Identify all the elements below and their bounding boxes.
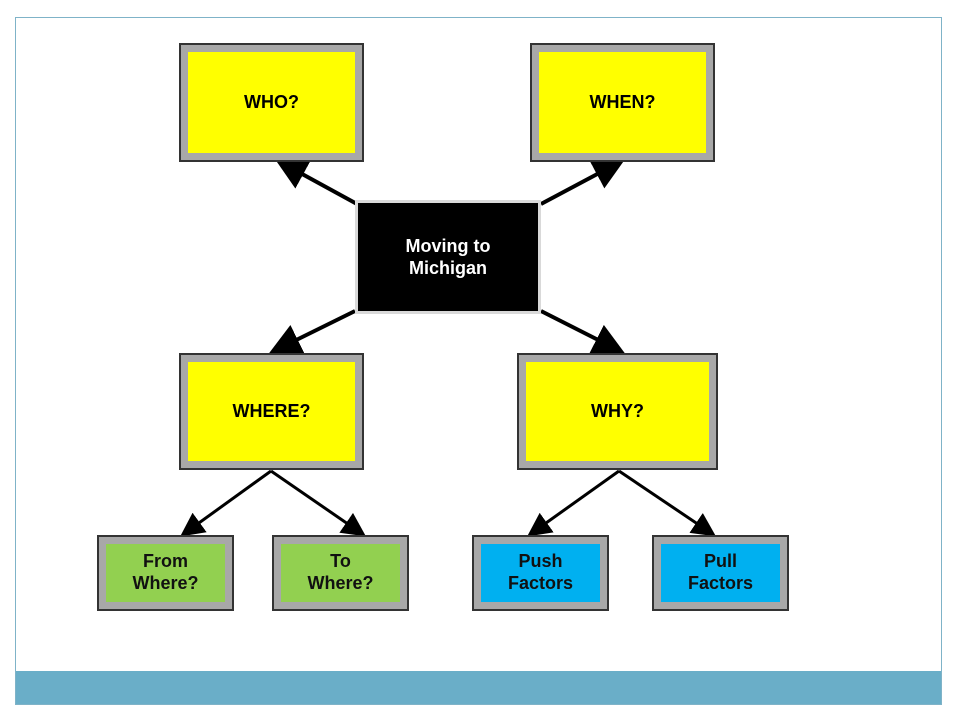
arrow-to-from-where	[180, 469, 272, 537]
where-box: WHERE?	[179, 353, 364, 470]
to-where-box: To Where?	[272, 535, 409, 611]
push-factors-box: Push Factors	[472, 535, 609, 611]
when-box: WHEN?	[530, 43, 715, 162]
pull-factors-label: Pull Factors	[661, 544, 780, 602]
pull-factors-box: Pull Factors	[652, 535, 789, 611]
center-topic-box: Moving to Michigan	[355, 200, 541, 314]
arrow-to-when	[540, 159, 626, 206]
who-label: WHO?	[188, 52, 355, 153]
push-factors-label: Push Factors	[481, 544, 600, 602]
where-label: WHERE?	[188, 362, 355, 461]
arrow-to-where	[268, 309, 356, 354]
to-where-label: To Where?	[281, 544, 400, 602]
arrow-to-why	[540, 309, 626, 354]
why-label: WHY?	[526, 362, 709, 461]
arrow-to-to-where	[270, 469, 366, 537]
who-box: WHO?	[179, 43, 364, 162]
from-where-box: From Where?	[97, 535, 234, 611]
arrow-to-push-factors	[527, 469, 620, 537]
why-box: WHY?	[517, 353, 718, 470]
arrow-to-who	[274, 159, 358, 206]
from-where-label: From Where?	[106, 544, 225, 602]
arrow-to-pull-factors	[618, 469, 716, 537]
footer-bar	[16, 671, 941, 704]
when-label: WHEN?	[539, 52, 706, 153]
